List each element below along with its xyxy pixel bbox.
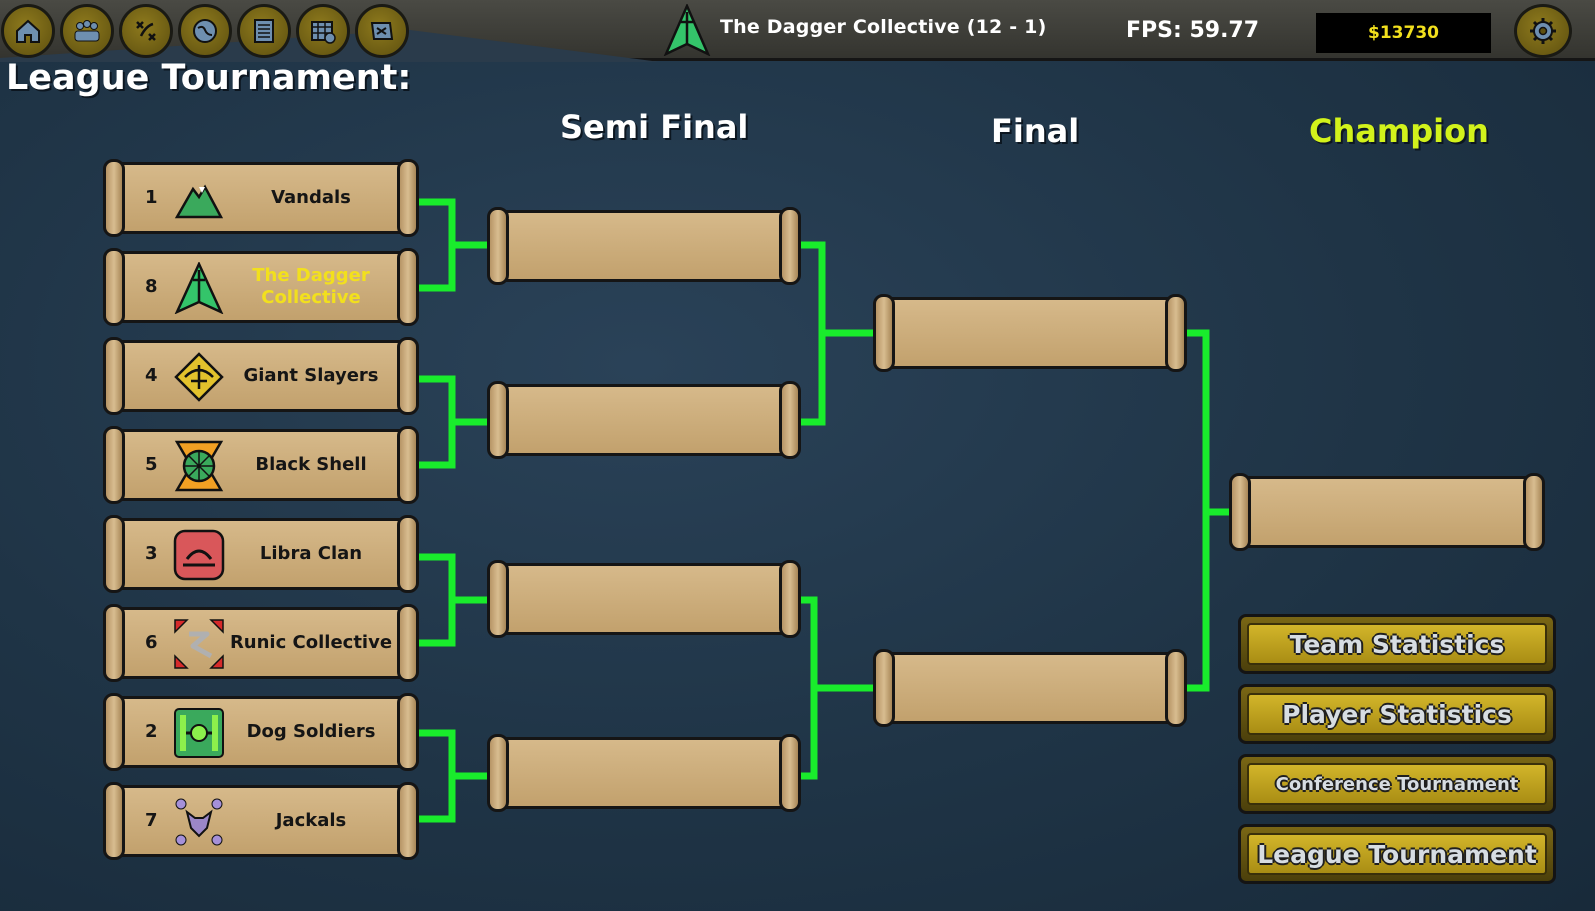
crossbow-icon [174,352,224,402]
team-slot-7[interactable]: 7 Jackals [103,782,419,860]
mountain-icon [174,184,224,219]
team-slot-5[interactable]: 5 Black Shell [103,426,419,504]
round-label-semi-final: Semi Final [560,108,749,146]
team-name: Black Shell [255,454,367,475]
team-statistics-label: Team Statistics [1247,623,1547,665]
bracket-connector-semi-bottom [796,596,876,780]
bracket-connector-semi-top [796,241,876,426]
team-seed: 5 [145,454,158,475]
team-seed: 7 [145,810,158,831]
semi-final-slot-2[interactable] [487,381,801,459]
nav-world-button[interactable] [178,4,232,58]
team-name: Runic Collective [229,632,393,653]
tie-fighter-icon [174,708,224,758]
team-slot-3[interactable]: 3 Libra Clan [103,515,419,593]
team-seed: 3 [145,543,158,564]
gear-icon [1530,18,1556,44]
nav-team-button[interactable] [60,4,114,58]
champion-slot[interactable] [1229,473,1545,551]
semi-final-slot-3[interactable] [487,560,801,638]
team-seed: 4 [145,365,158,386]
rune-icon [174,619,224,669]
world-map-icon [193,19,217,43]
nav-tactics-button[interactable] [119,4,173,58]
jackal-icon [175,798,223,846]
bracket-connector-2-7 [416,729,490,823]
turtle-shell-icon [174,440,224,492]
player-statistics-label: Player Statistics [1247,693,1547,735]
team-name: Libra Clan [259,543,363,564]
current-team-title: The Dagger Collective (12 - 1) [720,16,1047,38]
player-statistics-button[interactable]: Player Statistics [1238,684,1556,744]
fps-counter: FPS: 59.77 [1126,18,1260,43]
team-seed: 2 [145,721,158,742]
team-name: Giant Slayers [243,365,379,386]
money-display: $13730 [1316,13,1491,53]
team-roster-icon [74,20,100,42]
team-seed: 1 [145,187,158,208]
top-bar: The Dagger Collective (12 - 1) FPS: 59.7… [0,0,1595,62]
home-icon [16,19,40,43]
team-name: Dog Soldiers [246,721,376,742]
round-label-final: Final [991,112,1080,150]
team-seed: 6 [145,632,158,653]
libra-icon [173,529,225,581]
nav-scroll-map-button[interactable] [355,4,409,58]
nav-home-button[interactable] [1,4,55,58]
league-tournament-label: League Tournament [1247,833,1547,875]
scroll-map-icon [370,22,394,40]
team-slot-2[interactable]: 2 Dog Soldiers [103,693,419,771]
settings-button[interactable] [1514,4,1572,58]
final-slot-2[interactable] [873,649,1187,727]
team-slot-6[interactable]: 6 Runic Collective [103,604,419,682]
final-slot-1[interactable] [873,294,1187,372]
round-label-champion: Champion [1309,112,1489,150]
page-title: League Tournament: [6,58,412,98]
league-tournament-button[interactable]: League Tournament [1238,824,1556,884]
team-slot-4[interactable]: 4 Giant Slayers [103,337,419,415]
nav-ledger-button[interactable] [237,4,291,58]
bracket-connector-final [1184,329,1232,692]
dagger-icon [174,262,224,314]
tactics-icon [136,21,156,41]
team-name: Jackals [275,810,347,831]
nav-schedule-button[interactable] [296,4,350,58]
conference-tournament-button[interactable]: Conference Tournament [1238,754,1556,814]
bracket-connector-4-5 [416,375,490,469]
bracket-connector-1-8 [416,198,490,292]
team-name: Vandals [271,187,351,208]
semi-final-slot-4[interactable] [487,734,801,812]
dagger-icon [663,4,711,56]
team-slot-1[interactable]: 1 Vandals [103,159,419,237]
semi-final-slot-1[interactable] [487,207,801,285]
team-seed: 8 [145,276,158,297]
team-name: The Dagger Collective [252,265,370,308]
team-slot-8[interactable]: 8 The Dagger Collective [103,248,419,326]
schedule-icon [311,21,336,44]
ledger-icon [254,19,274,43]
bracket-connector-3-6 [416,553,490,647]
team-statistics-button[interactable]: Team Statistics [1238,614,1556,674]
conference-tournament-label: Conference Tournament [1247,763,1547,805]
